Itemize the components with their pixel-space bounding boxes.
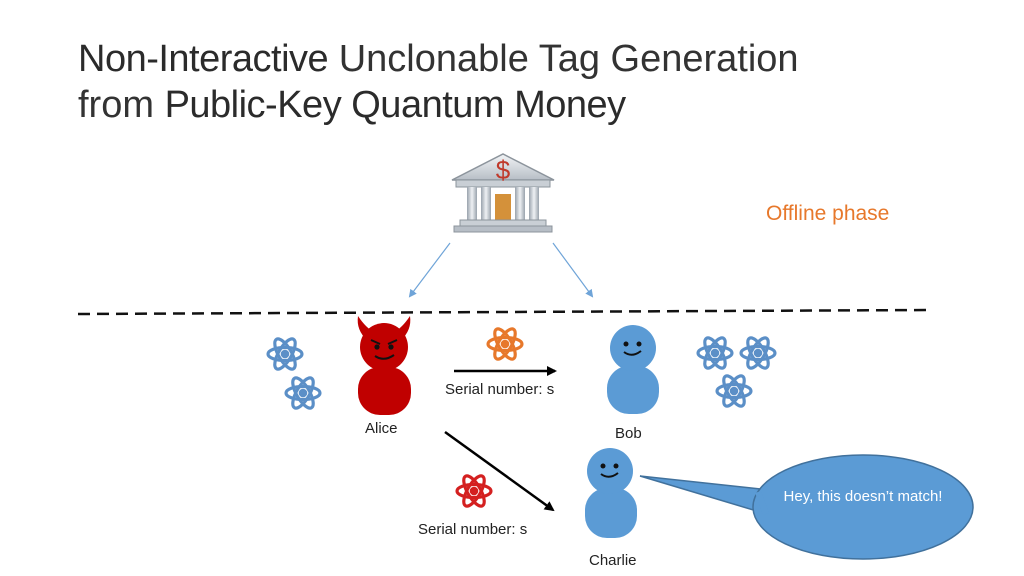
title-start-2: from [78, 84, 165, 126]
alice-to-charlie-arrow [444, 430, 555, 512]
bob-figure [607, 325, 659, 414]
quantum-state-orange-icon [486, 324, 524, 364]
alice-quantum-state-icon [284, 373, 322, 413]
bob-label: Bob [615, 425, 642, 442]
alice-label: Alice [365, 420, 398, 437]
bob-quantum-state-icon [715, 371, 753, 411]
alice-quantum-state-icon [266, 334, 304, 374]
bank-dollar-icon: $ [496, 155, 511, 185]
alice-devil-figure [357, 316, 411, 415]
bob-quantum-state-icon [739, 333, 777, 373]
title-bold-2: Public-Key Quantum Money [164, 84, 627, 126]
speech-bubble [639, 454, 974, 560]
phase-separator [77, 308, 929, 316]
title-bold-1: Non-Interactive [78, 38, 329, 80]
offline-phase-label: Offline phase [766, 202, 890, 225]
serial-number-charlie-label: Serial number: s [418, 521, 528, 538]
bob-quantum-state-icon [696, 333, 734, 373]
charlie-label: Charlie [589, 552, 637, 569]
charlie-figure [585, 448, 637, 538]
bank-icon: $ [451, 153, 555, 233]
bank-to-alice-arrow [408, 242, 451, 298]
quantum-state-red-icon [455, 471, 493, 511]
serial-number-bob-label: Serial number: s [445, 381, 555, 398]
title-rest-1: Unclonable Tag Generation [328, 38, 799, 80]
speech-bubble-text: Hey, this doesn’t match! [783, 488, 943, 505]
slide-title: Non-Interactive Unclonable Tag Generatio… [78, 36, 978, 128]
bank-to-bob-arrow [552, 242, 594, 298]
